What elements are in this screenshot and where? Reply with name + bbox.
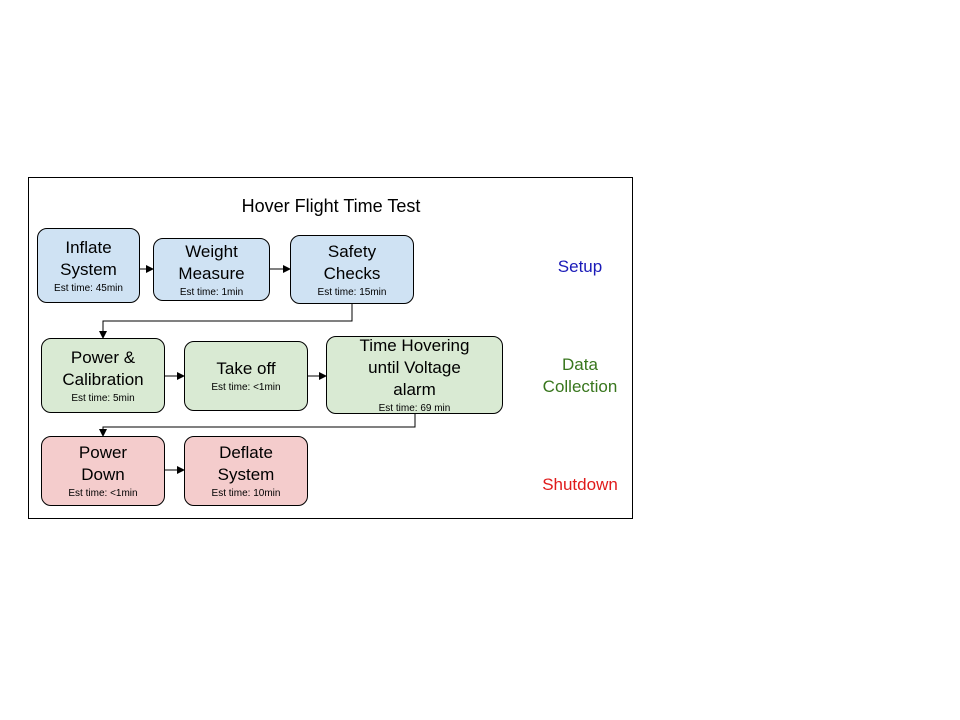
- step-est-time: Est time: <1min: [68, 488, 138, 499]
- step-weight-measure: Weight Measure Est time: 1min: [153, 238, 270, 301]
- step-time-hovering: Time Hovering until Voltage alarm Est ti…: [326, 336, 503, 414]
- arrow-hovering-to-power-down: [99, 414, 416, 437]
- phase-label-setup: Setup: [557, 257, 603, 276]
- step-est-time: Est time: 1min: [179, 286, 244, 298]
- step-label: Safety Checks: [323, 241, 381, 283]
- step-est-time: Est time: 15min: [317, 286, 387, 298]
- step-take-off: Take off Est time: <1min: [184, 341, 308, 411]
- diagram-frame: [28, 177, 633, 519]
- step-label: Power & Calibration: [62, 347, 144, 389]
- step-label: Deflate System: [217, 443, 275, 484]
- step-inflate-system: Inflate System Est time: 45min: [37, 228, 140, 303]
- step-est-time: Est time: 5min: [71, 392, 135, 404]
- step-est-time: Est time: 45min: [54, 282, 123, 294]
- step-label: Inflate System: [60, 237, 117, 279]
- step-est-time: Est time: 69 min: [378, 403, 451, 414]
- step-label: Time Hovering until Voltage alarm: [359, 336, 470, 399]
- step-label: Take off: [216, 359, 276, 378]
- arrow-safety-to-power-calibration: [99, 304, 353, 339]
- step-est-time: Est time: <1min: [211, 382, 281, 393]
- step-power-down: Power Down Est time: <1min: [41, 436, 165, 506]
- step-label: Power Down: [78, 443, 128, 484]
- step-safety-checks: Safety Checks Est time: 15min: [290, 235, 414, 304]
- diagram-title: Hover Flight Time Test: [241, 196, 421, 216]
- step-deflate-system: Deflate System Est time: 10min: [184, 436, 308, 506]
- step-est-time: Est time: 10min: [211, 488, 281, 499]
- step-power-calibration: Power & Calibration Est time: 5min: [41, 338, 165, 413]
- phase-label-shutdown: Shutdown: [542, 475, 618, 494]
- phase-label-data-collection: Data Collection: [542, 355, 618, 396]
- step-label: Weight Measure: [178, 241, 245, 283]
